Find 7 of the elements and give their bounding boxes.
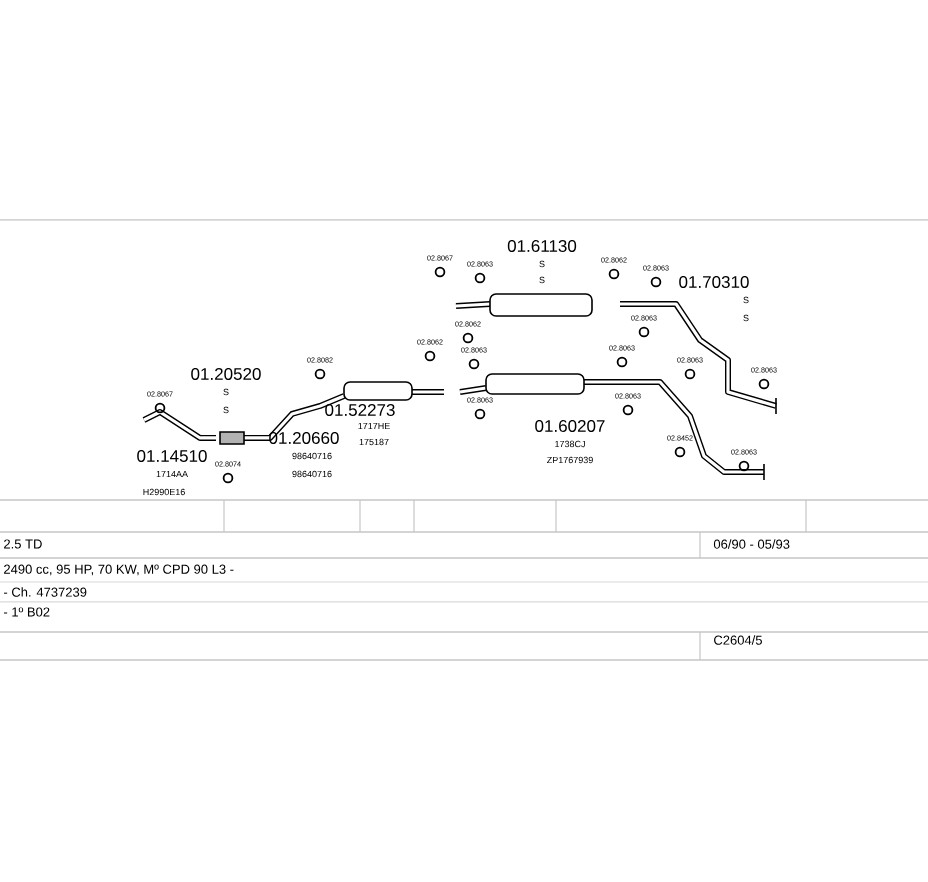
part-number: 01.60207 <box>535 419 605 432</box>
part-number: 01.20660 <box>269 431 339 444</box>
part-number: 01.61130 <box>507 239 577 252</box>
part-number: 01.52273 <box>325 403 395 416</box>
part-number: 01.20520 <box>191 367 261 380</box>
part-number: 01.70310 <box>679 275 749 288</box>
part-number: 01.14510 <box>137 449 207 462</box>
